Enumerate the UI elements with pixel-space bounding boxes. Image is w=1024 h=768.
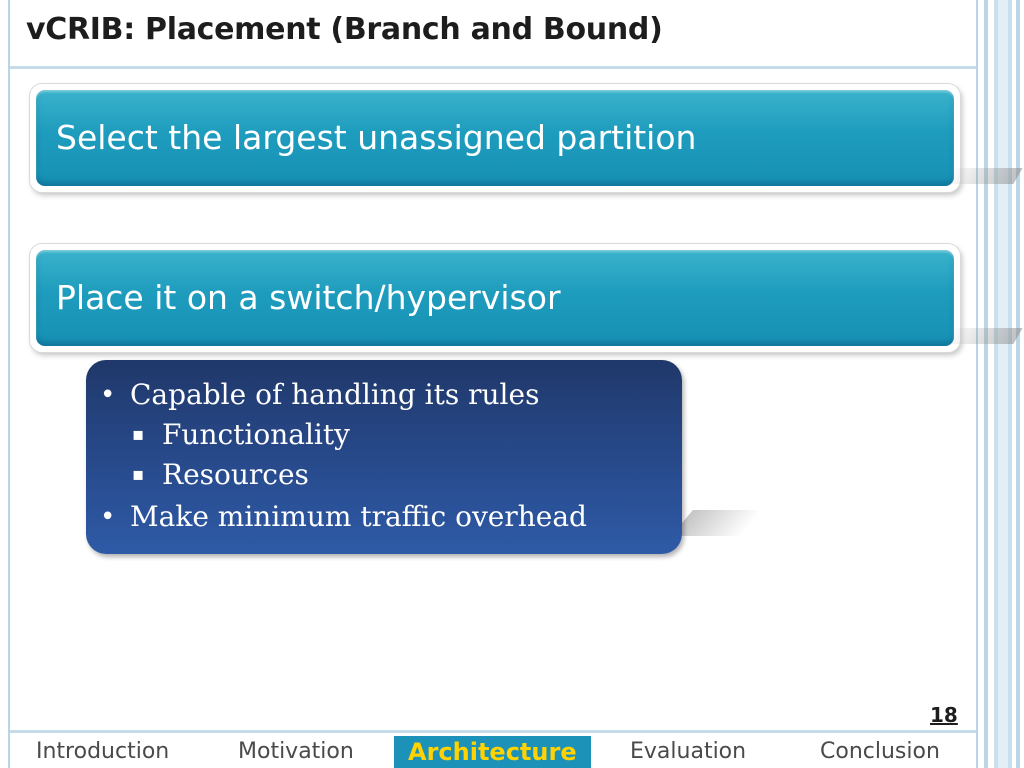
bullet-marker: •	[100, 501, 116, 532]
bullet-marker: •	[100, 379, 116, 410]
step-banner-1: Select the largest unassigned partition	[30, 84, 960, 192]
nav-item-motivation[interactable]: Motivation	[238, 739, 354, 764]
sub-bullet-item: ▪ Resources	[132, 458, 309, 491]
nav-item-evaluation[interactable]: Evaluation	[630, 739, 747, 764]
page-number: 18	[930, 703, 958, 727]
banner-shadow	[943, 168, 1023, 184]
title-divider	[10, 66, 976, 69]
nav-divider	[10, 730, 976, 733]
step-banner-label: Select the largest unassigned partition	[56, 118, 697, 157]
banner-shadow	[943, 328, 1023, 344]
bullet-text: Functionality	[162, 418, 350, 451]
bullet-marker: ▪	[132, 464, 145, 485]
nav-item-introduction[interactable]: Introduction	[36, 739, 170, 764]
nav-item-conclusion[interactable]: Conclusion	[820, 739, 940, 764]
step-banner-2: Place it on a switch/hypervisor	[30, 244, 960, 352]
slide-title: vCRIB: Placement (Branch and Bound)	[26, 12, 663, 47]
step-banner-label: Place it on a switch/hypervisor	[56, 278, 561, 317]
bullet-item: • Capable of handling its rules	[100, 378, 539, 411]
bullet-item: • Make minimum traffic overhead	[100, 500, 587, 533]
detail-box: • Capable of handling its rules ▪ Functi…	[86, 360, 682, 554]
step-banner-fill: Select the largest unassigned partition	[36, 90, 954, 186]
nav-item-architecture[interactable]: Architecture	[394, 736, 591, 768]
sub-bullet-item: ▪ Functionality	[132, 418, 350, 451]
bullet-marker: ▪	[132, 424, 145, 445]
decorative-side-strip	[980, 0, 1024, 768]
bullet-text: Capable of handling its rules	[130, 378, 540, 411]
slide-frame	[8, 0, 978, 768]
step-banner-fill: Place it on a switch/hypervisor	[36, 250, 954, 346]
bullet-text: Resources	[162, 458, 309, 491]
bullet-text: Make minimum traffic overhead	[130, 500, 587, 533]
